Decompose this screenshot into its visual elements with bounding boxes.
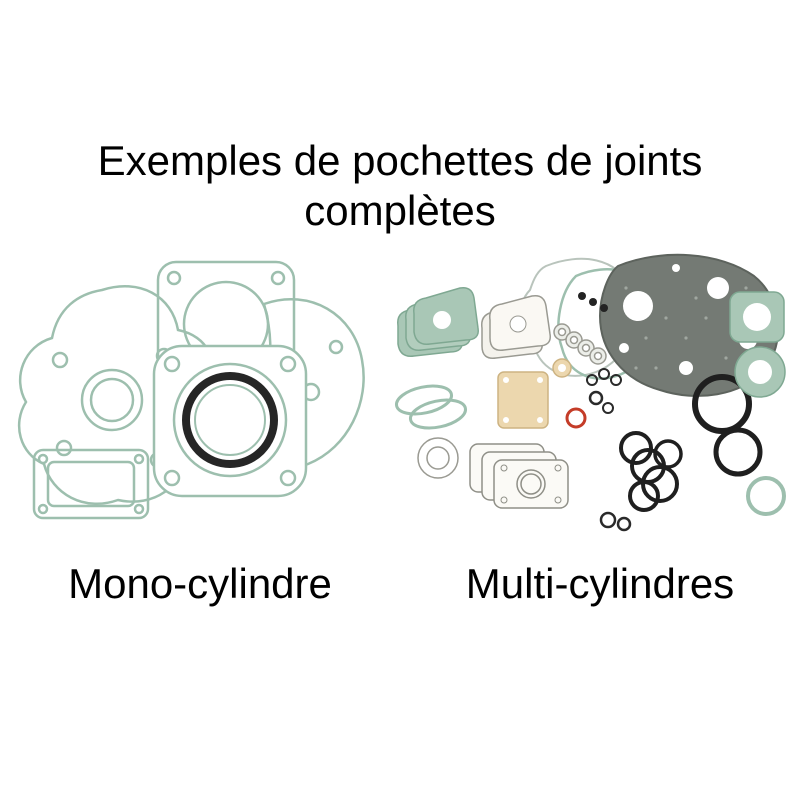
mono-cylinder-figure bbox=[6, 252, 378, 552]
small-o-rings bbox=[565, 368, 622, 429]
mono-cylinder-label: Mono-cylindre bbox=[68, 560, 332, 607]
title-line-2: complètes bbox=[304, 187, 496, 235]
washer-stack bbox=[553, 323, 607, 365]
o-ring-chain bbox=[619, 431, 683, 512]
multi-cylinder-gasket-illustration bbox=[394, 253, 786, 532]
seal-dots bbox=[578, 292, 608, 312]
teal-round-gaskets bbox=[729, 291, 786, 516]
head-gasket-stack bbox=[469, 443, 569, 509]
valve-cover-gasket bbox=[32, 448, 150, 520]
large-o-rings bbox=[692, 374, 763, 477]
multi-cylinder-label: Multi-cylindres bbox=[465, 560, 735, 607]
white-gasket-stack bbox=[481, 294, 551, 359]
round-washer bbox=[417, 437, 459, 479]
title-line-1: Exemples de pochettes de joints bbox=[97, 137, 703, 184]
multi-cylinder-figure bbox=[386, 248, 791, 553]
tiny-o-rings bbox=[599, 511, 632, 532]
page-title: Exemples de pochettes de joints complète… bbox=[0, 136, 800, 237]
teal-oval-rings bbox=[394, 384, 468, 430]
head-gasket bbox=[152, 344, 308, 498]
reed-gasket-stack bbox=[397, 286, 479, 357]
paper-gasket bbox=[497, 358, 572, 429]
mono-cylinder-gasket-illustration bbox=[17, 260, 365, 520]
